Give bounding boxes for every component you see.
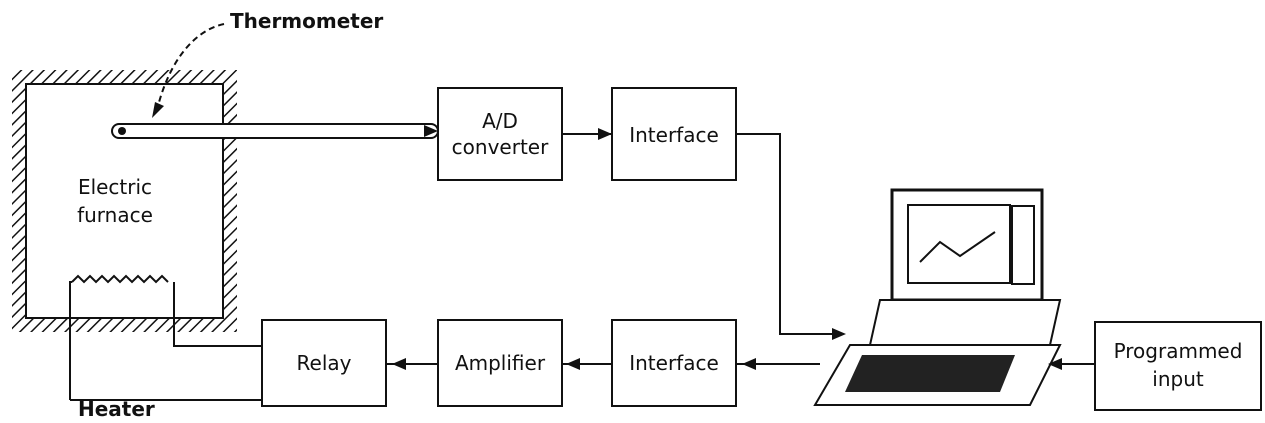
arrow-input-to-computer: [1048, 358, 1062, 370]
programmed-input-box: [1094, 321, 1262, 411]
relay-label: Relay: [297, 351, 352, 375]
amplifier-label: Amplifier: [455, 351, 546, 375]
furnace-label-line1: Electric: [78, 175, 152, 199]
interface-top-box: [611, 87, 737, 181]
interface-top-block: Interface: [611, 87, 737, 181]
arrow-to-relay: [392, 358, 406, 370]
interface-bottom-label: Interface: [629, 351, 719, 375]
thermometer: Thermometer: [111, 9, 439, 139]
arrow-to-ad: [424, 125, 438, 137]
ad-converter-block: A/D converter: [437, 87, 563, 181]
ad-converter-box: [437, 87, 563, 181]
relay-box: [261, 319, 387, 407]
computer-base: [868, 299, 1062, 346]
heater-coil: [71, 274, 169, 284]
furnace-label-line2: furnace: [77, 203, 153, 227]
ad-converter-label-line2: converter: [452, 135, 549, 159]
heater-label: Heater: [78, 397, 155, 421]
thermometer-pointer-arrowhead: [152, 102, 164, 118]
interface-top-label: Interface: [629, 123, 719, 147]
arrow-to-computer: [832, 328, 846, 340]
amplifier-block: Amplifier: [437, 319, 563, 407]
programmed-input-label-line1: Programmed: [1114, 339, 1243, 363]
arrow-to-interface-top: [598, 128, 612, 140]
screen-curve: [919, 231, 996, 263]
heater-lead-left: [69, 281, 72, 400]
arrow-to-interface-bottom: [742, 358, 756, 370]
keyboard-keys: [845, 355, 1015, 392]
arrow-to-amplifier: [566, 358, 580, 370]
heater: Heater: [69, 274, 262, 421]
wire-interface-to-computer: [736, 133, 834, 335]
computer-icon: [813, 188, 1062, 406]
furnace-chamber: [25, 83, 224, 319]
ad-converter-label-line1: A/D: [482, 109, 518, 133]
electric-furnace: Electric furnace: [12, 70, 237, 332]
thermometer-bulb: [118, 127, 126, 135]
disk-drive: [1011, 205, 1035, 285]
interface-bottom-block: Interface: [611, 319, 737, 407]
heater-lead-right: [173, 282, 262, 347]
programmed-input-block: Programmed input: [1094, 321, 1262, 411]
programmed-input-label-line2: input: [1152, 367, 1204, 391]
relay-block: Relay: [261, 319, 387, 407]
thermometer-label: Thermometer: [230, 9, 383, 33]
computer-screen: [907, 204, 1011, 284]
thermometer-probe: [111, 123, 439, 139]
thermometer-pointer: [157, 23, 225, 107]
amplifier-box: [437, 319, 563, 407]
